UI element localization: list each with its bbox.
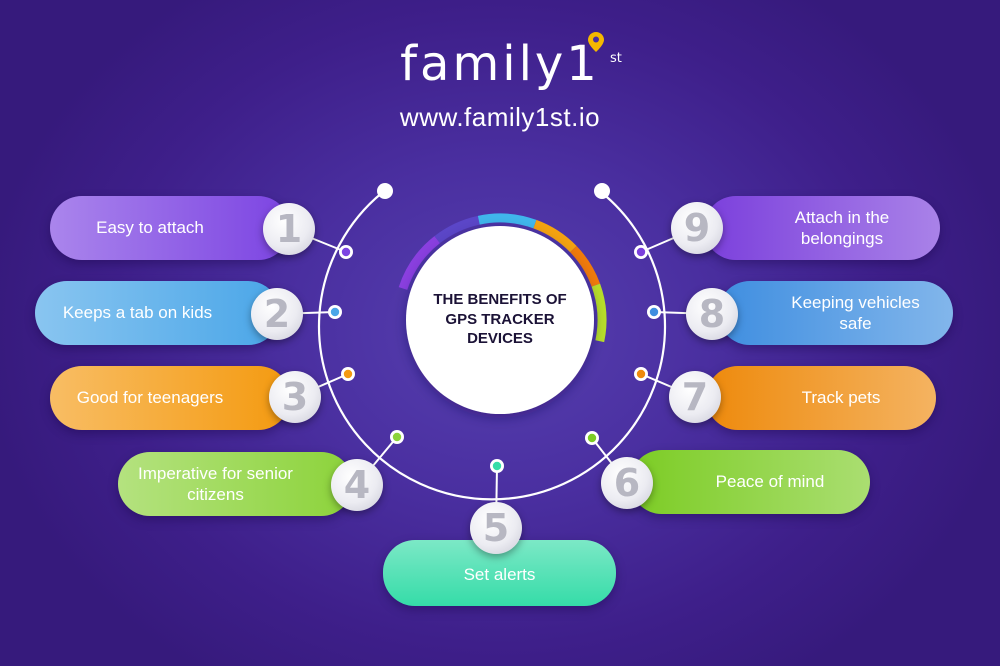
connector-node-dot-4: [392, 432, 402, 442]
connector-node-dot-5: [492, 461, 502, 471]
wheel-arc-end-right: [594, 183, 610, 199]
location-pin-icon: [588, 32, 605, 52]
benefit-label: Track pets: [801, 388, 881, 408]
benefit-number-badge-5: 5: [470, 502, 522, 554]
benefit-label: Keeps a tab on kids: [62, 303, 213, 323]
center-color-rim: [398, 213, 607, 343]
benefit-label: Set alerts: [463, 565, 536, 585]
benefit-number-badge-3: 3: [269, 371, 321, 423]
benefit-pill-6: Peace of mind: [630, 450, 870, 514]
benefit-pill-2: Keeps a tab on kids: [35, 281, 280, 345]
rim-segment-5: [570, 246, 601, 287]
benefit-number-badge-9: 9: [671, 202, 723, 254]
center-circle: [406, 226, 594, 414]
benefit-label: Easy to attach: [96, 218, 204, 238]
rim-segment-2: [434, 215, 480, 244]
benefit-number-badge-6: 6: [601, 457, 653, 509]
brand-url: www.family1st.io: [399, 102, 601, 132]
benefit-number-badge-4: 4: [331, 459, 383, 511]
benefit-pill-4: Imperative for senior citizens: [118, 452, 353, 516]
connector-node-dot-6: [587, 433, 597, 443]
benefit-pill-1: Easy to attach: [50, 196, 290, 260]
benefit-label: Keeping vehicles safe: [791, 292, 920, 333]
benefit-pill-3: Good for teenagers: [50, 366, 290, 430]
benefit-number-badge-8: 8: [686, 288, 738, 340]
rim-segment-6: [591, 283, 607, 343]
wheel-arc: [317, 191, 667, 501]
connector-node-dot-8: [649, 307, 659, 317]
rim-segment-4: [533, 219, 577, 253]
connector-node-dot-1: [341, 247, 351, 257]
brand-logo-superscript: st: [609, 51, 622, 66]
connector-node-dot-3: [343, 369, 353, 379]
benefit-number-badge-7: 7: [669, 371, 721, 423]
benefit-label: Attach in the belongings: [794, 207, 890, 248]
benefit-pill-8: Keeping vehicles safe: [718, 281, 953, 345]
center-title: THE BENEFITS OF GPS TRACKER DEVICES: [433, 291, 567, 347]
rim-segment-1: [398, 236, 441, 290]
connector-node-dot-2: [330, 307, 340, 317]
benefit-pill-7: Track pets: [706, 366, 936, 430]
connector-node-dot-7: [636, 369, 646, 379]
benefit-pill-9: Attach in the belongings: [704, 196, 940, 260]
benefit-label: Peace of mind: [715, 472, 825, 492]
wheel-arc-end-left: [377, 183, 393, 199]
benefit-number-badge-1: 1: [263, 203, 315, 255]
benefit-label: Imperative for senior citizens: [138, 463, 293, 504]
rim-segment-3: [477, 213, 537, 229]
benefit-label: Good for teenagers: [76, 388, 224, 408]
benefit-number-badge-2: 2: [251, 288, 303, 340]
brand-logo-text: family1: [400, 36, 600, 92]
connector-node-dot-9: [636, 247, 646, 257]
